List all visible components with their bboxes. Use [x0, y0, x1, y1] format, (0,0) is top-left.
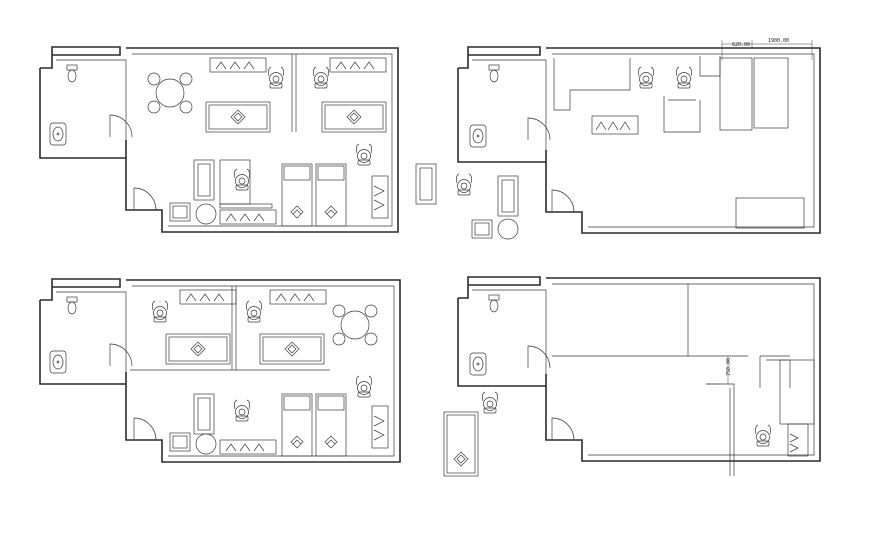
door-swing-icon [551, 417, 575, 441]
dimension-line [721, 40, 813, 60]
desk-icon [259, 333, 325, 365]
dimension-line [706, 356, 729, 385]
plan-bottom-right: 750.00 [443, 276, 821, 477]
sofa-icon [193, 393, 215, 435]
door-swing-icon [109, 114, 133, 138]
bed-icon [281, 393, 313, 457]
armchair-icon [471, 219, 493, 239]
person-icon [355, 375, 373, 398]
bed-icon [281, 163, 313, 227]
basin-icon [469, 124, 487, 148]
dimension-label-750: 750.00 [726, 358, 732, 376]
door-swing-icon [109, 343, 133, 367]
plan-top-right: 620.00 1900.00 [415, 38, 821, 240]
person-icon [355, 143, 373, 166]
wardrobe-icon [209, 57, 267, 73]
toilet-icon [488, 64, 500, 83]
door-swing-icon [527, 117, 551, 141]
person-icon [151, 300, 169, 323]
wardrobe-icon [329, 57, 387, 73]
sofa-icon [193, 159, 215, 201]
wardrobe-icon [269, 289, 327, 305]
person-icon [481, 391, 499, 414]
armchair-icon [169, 432, 191, 452]
dining-table-icon [332, 304, 378, 346]
dimension-label-620: 620.00 [732, 42, 750, 48]
wardrobe-icon [219, 209, 277, 225]
door-swing-icon [133, 417, 157, 441]
basin-icon [49, 122, 67, 146]
armchair-icon [169, 202, 191, 222]
wardrobe-icon [219, 439, 277, 455]
door-swing-icon [527, 345, 551, 369]
desk-icon [165, 333, 231, 365]
plan-top-left [39, 46, 399, 233]
bed-icon [315, 393, 347, 457]
basin-icon [49, 350, 67, 374]
plan-bottom-left [39, 278, 401, 463]
door-swing-icon [551, 189, 575, 213]
dimension-label-1900: 1900.00 [768, 38, 789, 44]
desk-icon [205, 101, 271, 133]
door-swing-icon [133, 187, 157, 211]
person-icon [754, 424, 772, 447]
sofa-icon [497, 175, 519, 217]
person-icon [233, 168, 251, 191]
toilet-icon [66, 64, 78, 83]
bed-icon [315, 163, 347, 227]
wardrobe-icon [179, 289, 237, 305]
person-icon [637, 66, 655, 89]
sofa-icon [415, 163, 437, 205]
person-icon [455, 173, 473, 196]
person-icon [267, 66, 285, 89]
person-icon [675, 66, 693, 89]
person-icon [312, 66, 330, 89]
toilet-icon [66, 296, 78, 315]
toilet-icon [488, 294, 500, 313]
dining-table-icon [147, 72, 193, 114]
desk-icon [321, 101, 387, 133]
person-icon [233, 399, 251, 422]
person-icon [245, 300, 263, 323]
basin-icon [469, 352, 487, 376]
